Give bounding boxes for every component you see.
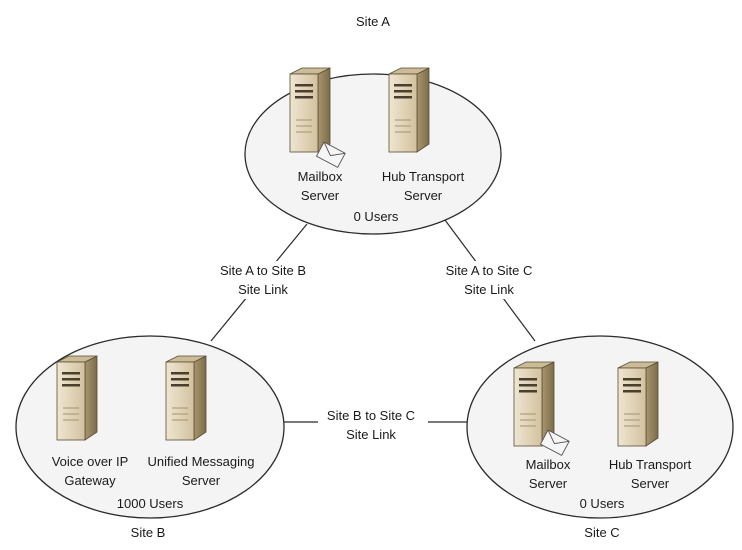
site-b-ellipse	[15, 335, 285, 519]
site-c-mailbox-label-line2: Server	[528, 476, 568, 491]
link-b-c-line1: Site B to Site C	[326, 408, 416, 423]
site-c-mailbox-server-label: Mailbox Server	[498, 455, 598, 493]
site-b-users: 1000 Users	[116, 496, 184, 511]
site-a-hub-transport-server-icon	[388, 67, 430, 153]
site-c-hub-transport-server-icon	[617, 361, 659, 447]
site-c-hub-label-line2: Server	[630, 476, 670, 491]
link-b-c-line2: Site Link	[346, 427, 396, 442]
site-b-voip-gateway-label: Voice over IP Gateway	[29, 452, 151, 490]
site-b-um-label-line2: Server	[181, 473, 221, 488]
site-c-mailbox-label-line1: Mailbox	[525, 457, 571, 472]
site-a-hub-label-line1: Hub Transport	[381, 169, 465, 184]
site-c-hub-transport-server-label: Hub Transport Server	[589, 455, 711, 493]
site-b-voip-label-line1: Voice over IP	[51, 454, 129, 469]
site-a-users: 0 Users	[353, 209, 399, 224]
link-label-a-c: Site A to Site C Site Link	[424, 261, 554, 299]
link-a-c-line2: Site Link	[464, 282, 514, 297]
site-b-unified-messaging-label: Unified Messaging Server	[135, 452, 267, 490]
site-a-mailbox-label-line2: Server	[300, 188, 340, 203]
site-a-mailbox-label-line1: Mailbox	[297, 169, 343, 184]
link-a-b-line2: Site Link	[238, 282, 288, 297]
site-c-users: 0 Users	[579, 496, 625, 511]
site-a-hub-transport-server-label: Hub Transport Server	[363, 167, 483, 205]
site-a-mailbox-server-label: Mailbox Server	[270, 167, 370, 205]
link-label-a-b: Site A to Site B Site Link	[198, 261, 328, 299]
site-b-unified-messaging-server-icon	[165, 355, 207, 441]
site-b-voip-label-line2: Gateway	[64, 473, 116, 488]
site-a-title: Site A	[356, 14, 390, 29]
site-b-voip-gateway-server-icon	[56, 355, 98, 441]
link-a-b-line1: Site A to Site B	[220, 263, 306, 278]
site-a-mailbox-server-icon	[289, 67, 331, 153]
link-a-c-line1: Site A to Site C	[445, 263, 533, 278]
site-a-hub-label-line2: Server	[403, 188, 443, 203]
site-c-hub-label-line1: Hub Transport	[608, 457, 692, 472]
site-b-title: Site B	[130, 525, 166, 540]
site-b-um-label-line1: Unified Messaging	[147, 454, 255, 469]
link-label-b-c: Site B to Site C Site Link	[306, 406, 436, 444]
site-c-title: Site C	[584, 525, 620, 540]
